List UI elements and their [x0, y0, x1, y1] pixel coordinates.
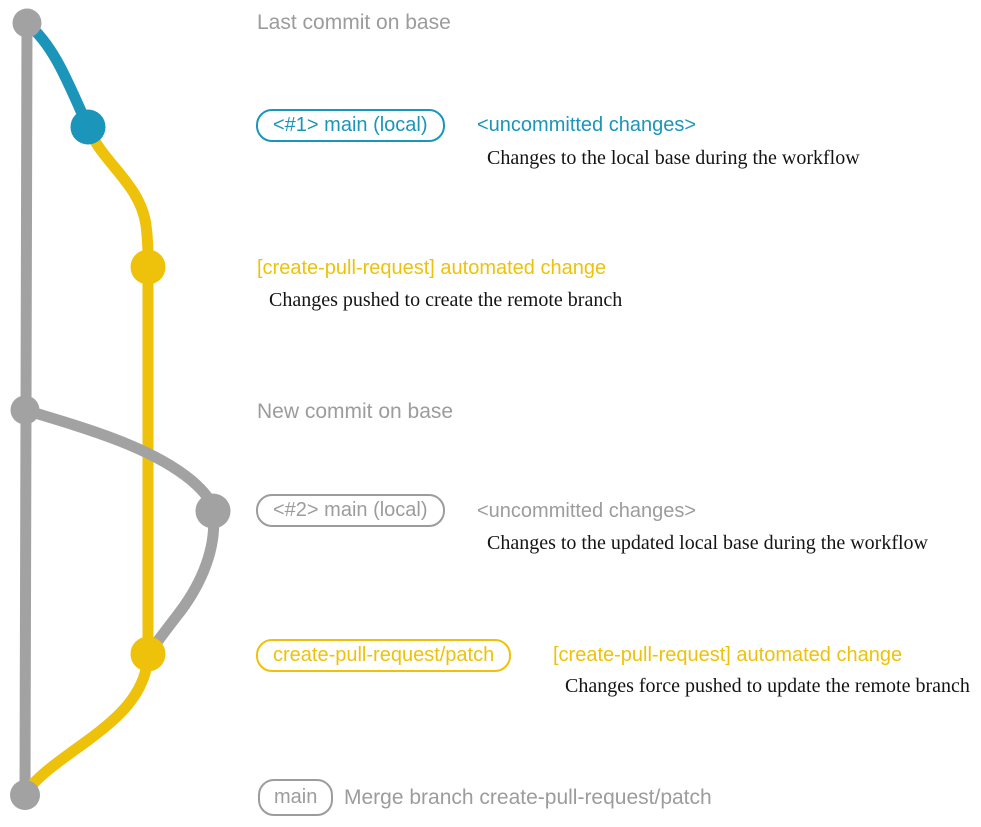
commit-node-local-1 [70, 109, 106, 145]
edge-base-to-commit2 [19, 404, 219, 517]
commit2-heading: <uncommitted changes> [477, 500, 697, 522]
edge-patch-to-merge [19, 648, 154, 800]
edge-commit2-to-patch [143, 505, 220, 659]
commit-node-automated-1 [130, 249, 166, 285]
commit-node-local-2 [195, 493, 231, 529]
commit2-description: Changes to the updated local base during… [487, 532, 928, 554]
auto-commit1-heading: [create-pull-request] automated change [257, 257, 607, 279]
last-commit-label: Last commit on base [257, 11, 451, 34]
commit-node-new-base [10, 395, 40, 425]
new-commit-label: New commit on base [257, 400, 454, 423]
auto-commit1-description: Changes pushed to create the remote bran… [269, 289, 623, 311]
commit-node-last-base [12, 8, 42, 38]
branch-badge-patch: create-pull-request/patch [256, 639, 512, 672]
branch-badge-main-local-2: <#2> main (local) [256, 494, 445, 527]
branch-badge-main: main [258, 779, 334, 816]
commit-node-automated-2 [130, 636, 166, 672]
edge-base-to-commit1 [21, 17, 94, 133]
commit1-heading: <uncommitted changes> [477, 114, 697, 136]
branch-badge-main-local-1: <#1> main (local) [256, 109, 445, 142]
edge-commit1-to-patch [82, 121, 154, 273]
auto-commit2-description: Changes force pushed to update the remot… [565, 675, 970, 697]
merge-commit-message: Merge branch create-pull-request/patch [344, 786, 712, 809]
auto-commit2-heading: [create-pull-request] automated change [553, 644, 903, 666]
commit1-description: Changes to the local base during the wor… [487, 147, 860, 169]
commit-node-merge [10, 780, 40, 810]
